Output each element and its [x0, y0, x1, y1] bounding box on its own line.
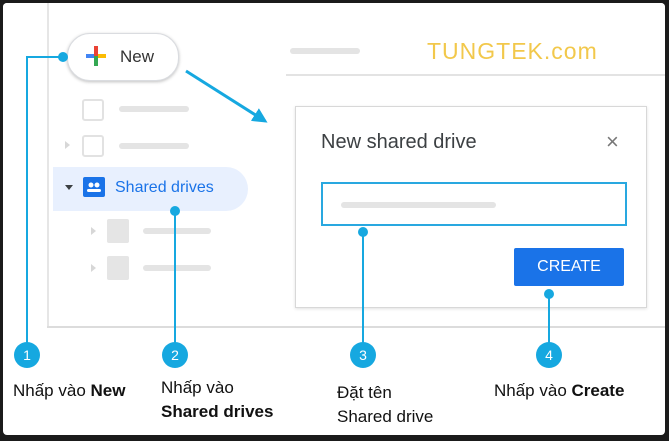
connector-step-2 — [170, 206, 180, 355]
expand-arrow-icon[interactable] — [91, 227, 96, 235]
input-placeholder-bar — [341, 202, 496, 208]
drive-name-placeholder — [143, 228, 211, 234]
step-number-3: 3 — [350, 342, 376, 368]
new-shared-drive-dialog: New shared drive × CREATE — [295, 106, 647, 308]
sidebar-item-placeholder — [119, 106, 189, 112]
header-divider — [286, 74, 665, 76]
step-number-4: 4 — [536, 342, 562, 368]
connector-step-1 — [26, 52, 68, 355]
step-4-text: Nhấp vào — [494, 381, 572, 400]
step-1-caption: Nhấp vào New — [13, 379, 125, 403]
shared-drives-icon — [83, 177, 105, 197]
step-2-text: Nhấp vào — [161, 378, 234, 397]
step-number-1: 1 — [14, 342, 40, 368]
step-4-bold: Create — [571, 381, 625, 400]
sidebar-item-shared-drives[interactable]: Shared drives — [53, 167, 248, 211]
connector-step-3 — [358, 227, 368, 355]
tutorial-figure: New Shared drives — [3, 3, 665, 435]
new-button[interactable]: New — [67, 33, 179, 81]
annotation-overlay — [26, 52, 554, 355]
new-button-label: New — [120, 47, 155, 66]
step-2-bold: Shared drives — [161, 402, 274, 421]
create-button[interactable]: CREATE — [514, 248, 624, 286]
drive-name-input[interactable] — [321, 182, 627, 226]
dialog-title: New shared drive — [321, 131, 477, 153]
brand-watermark: TUNGTEK.com — [427, 38, 598, 64]
priority-icon[interactable] — [82, 99, 104, 121]
collapse-caret-icon — [65, 185, 73, 190]
step-1-bold: New — [90, 381, 126, 400]
google-plus-icon — [86, 46, 106, 66]
drive-ui-mockup: New Shared drives — [3, 3, 665, 328]
sidebar-divider — [47, 3, 49, 328]
step-2-caption: Nhấp vào Shared drives — [161, 376, 273, 424]
close-icon[interactable]: × — [606, 129, 619, 154]
sidebar-item-placeholder — [119, 143, 189, 149]
step-3-text-line2: Shared drive — [337, 407, 434, 426]
step-number-2: 2 — [162, 342, 188, 368]
bottom-divider — [47, 326, 665, 328]
header-placeholder — [290, 48, 360, 54]
expand-arrow-icon[interactable] — [65, 141, 70, 149]
step-3-caption: Đặt tên Shared drive — [337, 381, 433, 429]
arrow-to-dialog — [185, 69, 268, 123]
expand-arrow-icon[interactable] — [91, 264, 96, 272]
drive-name-placeholder — [143, 265, 211, 271]
step-1-text: Nhấp vào — [13, 381, 91, 400]
my-drive-icon[interactable] — [82, 135, 104, 157]
shared-drives-label: Shared drives — [115, 179, 214, 196]
drive-icon[interactable] — [107, 219, 129, 243]
step-4-caption: Nhấp vào Create — [494, 379, 624, 403]
step-3-text: Đặt tên — [337, 383, 392, 402]
drive-icon[interactable] — [107, 256, 129, 280]
